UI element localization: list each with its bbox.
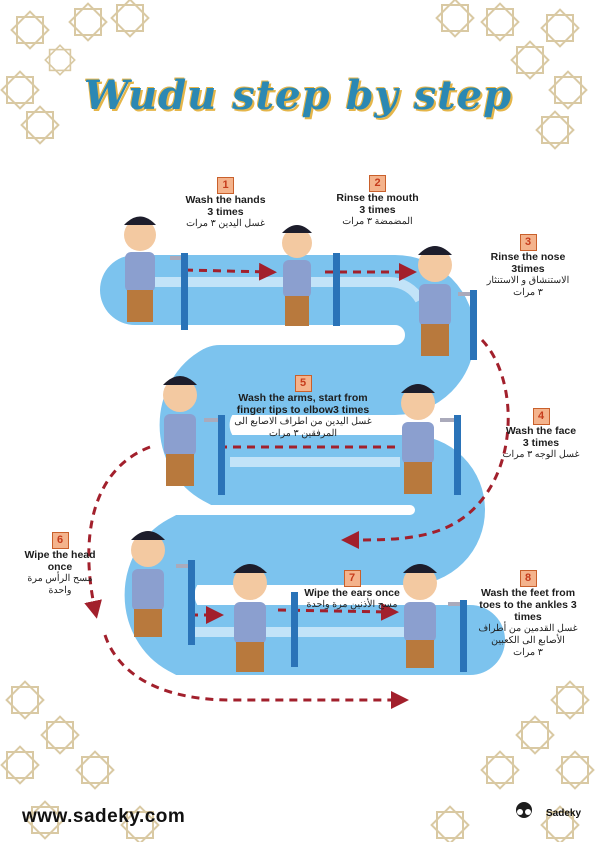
step-english-line: once bbox=[47, 561, 73, 573]
step-english-line: 3 times bbox=[522, 437, 560, 449]
step-3-label: 3 Rinse the nose 3times الاستنشاق و الاس… bbox=[478, 232, 578, 299]
website-url: www.sadeky.com bbox=[22, 806, 186, 827]
step-4-label: 4 Wash the face 3 times غسل الوجه ٣ مرات bbox=[498, 406, 584, 461]
step-english-line: finger tips to elbow3 times bbox=[236, 404, 370, 416]
step-english-line: Wash the face bbox=[505, 425, 577, 437]
boy-figure-6 bbox=[131, 531, 165, 637]
step-arabic-text: غسل اليدين من اطراف الاصابع الى bbox=[234, 416, 372, 427]
sadeky-logo-icon bbox=[516, 802, 532, 818]
boy-figure-4 bbox=[401, 384, 435, 494]
step-number-badge: 5 bbox=[294, 375, 312, 392]
step-5-label: 5 Wash the arms, start from finger tips … bbox=[228, 373, 378, 440]
boy-figure-8 bbox=[403, 564, 437, 668]
step-1-label: 1 Wash the hands 3 times غسل اليدين ٣ مر… bbox=[178, 175, 273, 230]
step-arabic-text: غسل القدمين من أطراف bbox=[478, 623, 578, 634]
step-english-line: Wash the hands bbox=[185, 194, 266, 206]
boy-figure-5 bbox=[163, 376, 197, 486]
step-english-line: Wash the feet from bbox=[480, 587, 576, 599]
step-arabic-text: غسل اليدين ٣ مرات bbox=[186, 218, 265, 229]
step-number-badge: 1 bbox=[217, 177, 234, 194]
step-english-line: times bbox=[514, 611, 542, 623]
boy-figure-3 bbox=[418, 246, 452, 356]
step-arabic-text: غسل الوجه ٣ مرات bbox=[502, 449, 580, 460]
step-english-line: 3 times bbox=[207, 206, 244, 218]
step-arabic-text: الأصابع الى الكعبين bbox=[491, 635, 565, 646]
step-arabic-text: المرفقين ٣ مرات bbox=[268, 428, 338, 439]
step-7-label: 7 Wipe the ears once مسح الأذنين مرة واح… bbox=[298, 568, 406, 611]
step-english-line: 3 times bbox=[359, 204, 396, 216]
step-arabic-text: مسح الرأس مرة bbox=[27, 573, 93, 584]
boy-figure-7 bbox=[233, 564, 267, 672]
step-number-badge: 4 bbox=[532, 408, 550, 425]
step-number-badge: 7 bbox=[343, 570, 361, 587]
step-english-line: Wipe the ears once bbox=[304, 587, 400, 599]
step-arabic-text: ٣ مرات bbox=[513, 287, 543, 298]
page-title: Wudu step by step bbox=[83, 72, 513, 119]
step-english-line: Wash the arms, start from bbox=[238, 392, 368, 404]
step-english-line: Rinse the mouth bbox=[336, 192, 419, 204]
step-arabic-text: مسح الأذنين مرة واحدة bbox=[306, 599, 398, 610]
step-arabic-text: ٣ مرات bbox=[513, 647, 543, 658]
step-arabic-text: المضمضة ٣ مرات bbox=[342, 216, 413, 227]
step-arabic-text: واحدة bbox=[48, 585, 72, 596]
faucets bbox=[170, 253, 477, 672]
step-number-badge: 2 bbox=[369, 175, 386, 192]
step-english-line: Rinse the nose bbox=[490, 251, 566, 263]
step-number-badge: 8 bbox=[519, 570, 537, 587]
boy-figure-2 bbox=[282, 225, 312, 326]
brand-logo-text: Sadeky bbox=[546, 808, 582, 819]
boy-figure-1 bbox=[124, 216, 156, 322]
step-english-line: 3times bbox=[511, 263, 545, 275]
step-arabic-text: الاستنشاق و الاستنثار bbox=[486, 275, 570, 286]
step-english-line: Wipe the head bbox=[24, 549, 96, 561]
step-8-label: 8 Wash the feet from toes to the ankles … bbox=[474, 568, 582, 659]
step-2-label: 2 Rinse the mouth 3 times المضمضة ٣ مرات bbox=[330, 173, 425, 228]
step-6-label: 6 Wipe the head once مسح الرأس مرة واحدة bbox=[20, 530, 100, 597]
step-english-line: toes to the ankles 3 bbox=[479, 599, 577, 611]
step-number-badge: 3 bbox=[519, 234, 537, 251]
step-number-badge: 6 bbox=[51, 532, 69, 549]
